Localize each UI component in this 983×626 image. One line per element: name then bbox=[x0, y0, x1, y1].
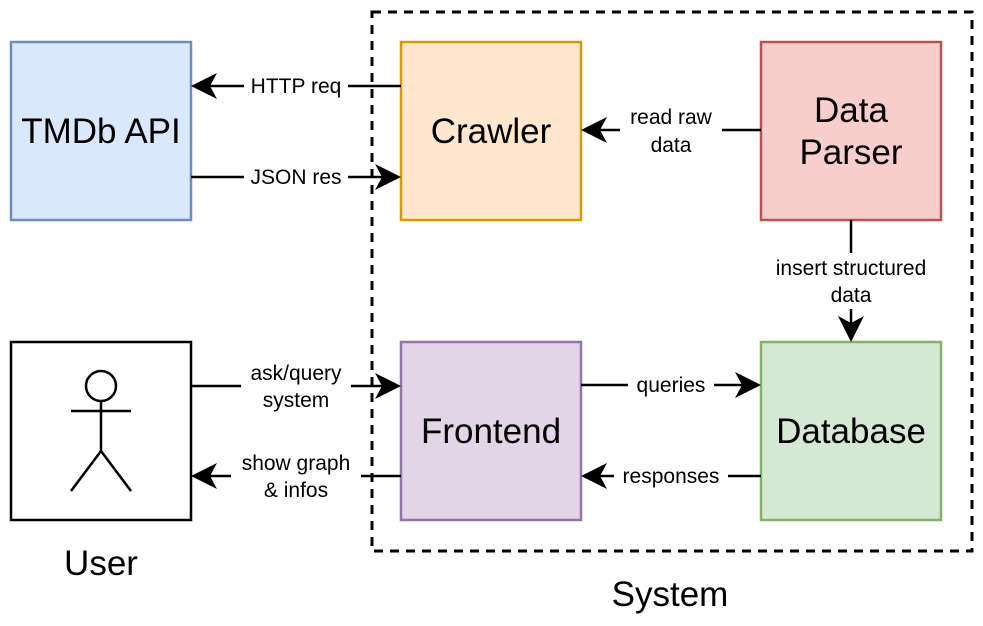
database-label: Database bbox=[776, 412, 926, 451]
edge-read-raw-data: read raw data bbox=[581, 102, 761, 158]
tmdb-api-box bbox=[11, 42, 191, 220]
user-label: User bbox=[64, 544, 138, 583]
crawler-label: Crawler bbox=[431, 112, 552, 151]
database-box bbox=[761, 342, 941, 520]
edge-responses-label: responses bbox=[623, 465, 720, 488]
edge-http-req-label: HTTP req bbox=[251, 75, 342, 98]
edge-responses: responses bbox=[581, 462, 761, 489]
edge-ask-query-system-label-line-1: ask/query bbox=[250, 362, 342, 385]
frontend-node: Frontend bbox=[399, 340, 583, 522]
system-boundary bbox=[370, 10, 974, 553]
edge-queries-label: queries bbox=[637, 374, 706, 397]
edge-show-graph-infos-label-line-2: & infos bbox=[264, 479, 328, 502]
frontend-border bbox=[399, 340, 583, 522]
edge-read-raw-data-label-line-1: read raw bbox=[630, 106, 713, 129]
data-parser-label-line-1: Data bbox=[814, 91, 888, 130]
edge-json-res: JSON res bbox=[191, 163, 401, 190]
edge-insert-structured-data-label-line-2: data bbox=[831, 284, 872, 307]
edge-insert-structured-data-arrowhead bbox=[838, 316, 864, 342]
crawler-box bbox=[401, 42, 581, 220]
edge-queries: queries bbox=[581, 371, 761, 398]
tmdb-api-label: TMDb API bbox=[21, 112, 180, 151]
edge-ask-query-system-label-line-2: system bbox=[263, 389, 330, 412]
edge-show-graph-infos-label-line-1: show graph bbox=[242, 452, 351, 475]
edge-http-req-arrowhead bbox=[191, 73, 217, 99]
user-border bbox=[9, 340, 193, 522]
edge-show-graph-infos-arrowhead bbox=[191, 463, 217, 489]
tmdb-api-border bbox=[9, 40, 193, 222]
edge-read-raw-data-arrowhead bbox=[581, 117, 607, 143]
edge-queries-arrowhead bbox=[735, 372, 761, 398]
edge-http-req: HTTP req bbox=[191, 72, 401, 99]
edge-json-res-arrowhead bbox=[375, 164, 401, 190]
data-parser-label-line-2: Parser bbox=[799, 133, 902, 172]
tmdb-api-node: TMDb API bbox=[9, 40, 193, 222]
stick-figure-icon bbox=[70, 369, 132, 492]
data-parser-box bbox=[761, 42, 941, 220]
edge-show-graph-infos: show graph & infos bbox=[191, 448, 401, 504]
edge-insert-structured-data-label-line-1: insert structured bbox=[776, 257, 927, 280]
user-node: User bbox=[9, 340, 193, 583]
crawler-node: Crawler bbox=[399, 40, 583, 222]
system-label: System bbox=[612, 575, 729, 614]
edge-json-res-label: JSON res bbox=[250, 166, 341, 189]
crawler-border bbox=[399, 40, 583, 222]
edge-ask-query-system: ask/query system bbox=[191, 358, 401, 414]
edge-read-raw-data-label-line-2: data bbox=[651, 134, 692, 157]
edge-insert-structured-data: insert structured data bbox=[760, 220, 942, 342]
data-parser-node: Data Parser bbox=[759, 40, 943, 222]
edge-ask-query-system-arrowhead bbox=[375, 373, 401, 399]
frontend-box bbox=[401, 342, 581, 520]
frontend-label: Frontend bbox=[421, 412, 561, 451]
database-node: Database bbox=[759, 340, 943, 522]
edge-responses-arrowhead bbox=[581, 463, 607, 489]
